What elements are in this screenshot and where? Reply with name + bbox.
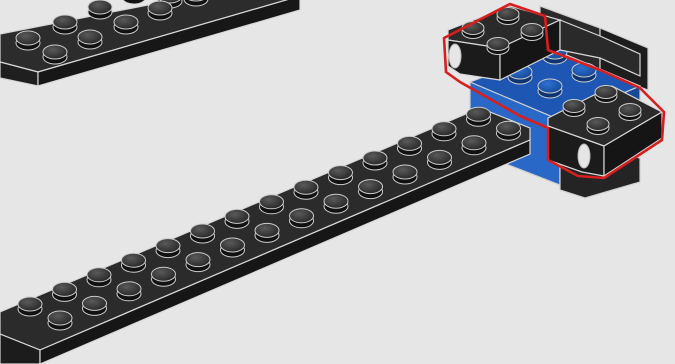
stud xyxy=(294,180,318,199)
stud xyxy=(467,107,491,126)
technic-hole xyxy=(578,144,590,168)
stud xyxy=(324,194,348,213)
stud xyxy=(428,150,452,169)
stud xyxy=(225,209,249,228)
stud xyxy=(462,136,486,155)
stud xyxy=(398,136,422,155)
stud xyxy=(363,151,387,170)
long-plate xyxy=(0,107,530,364)
stud xyxy=(122,253,146,272)
stud xyxy=(117,282,141,301)
stud xyxy=(48,311,72,330)
upper-plate xyxy=(0,0,300,86)
stud xyxy=(18,297,42,316)
stud xyxy=(83,296,107,315)
stud xyxy=(87,268,111,287)
stud xyxy=(359,180,383,199)
stud xyxy=(191,224,215,243)
stud xyxy=(152,267,176,286)
stud xyxy=(260,195,284,214)
stud xyxy=(221,238,245,257)
stud xyxy=(290,209,314,228)
stud xyxy=(329,166,353,185)
stud xyxy=(156,239,180,258)
stud xyxy=(186,253,210,272)
stud xyxy=(497,121,521,140)
technic-hole xyxy=(449,44,461,68)
stud xyxy=(393,165,417,184)
stud xyxy=(432,122,456,141)
stud xyxy=(255,223,279,242)
stud xyxy=(53,282,77,301)
